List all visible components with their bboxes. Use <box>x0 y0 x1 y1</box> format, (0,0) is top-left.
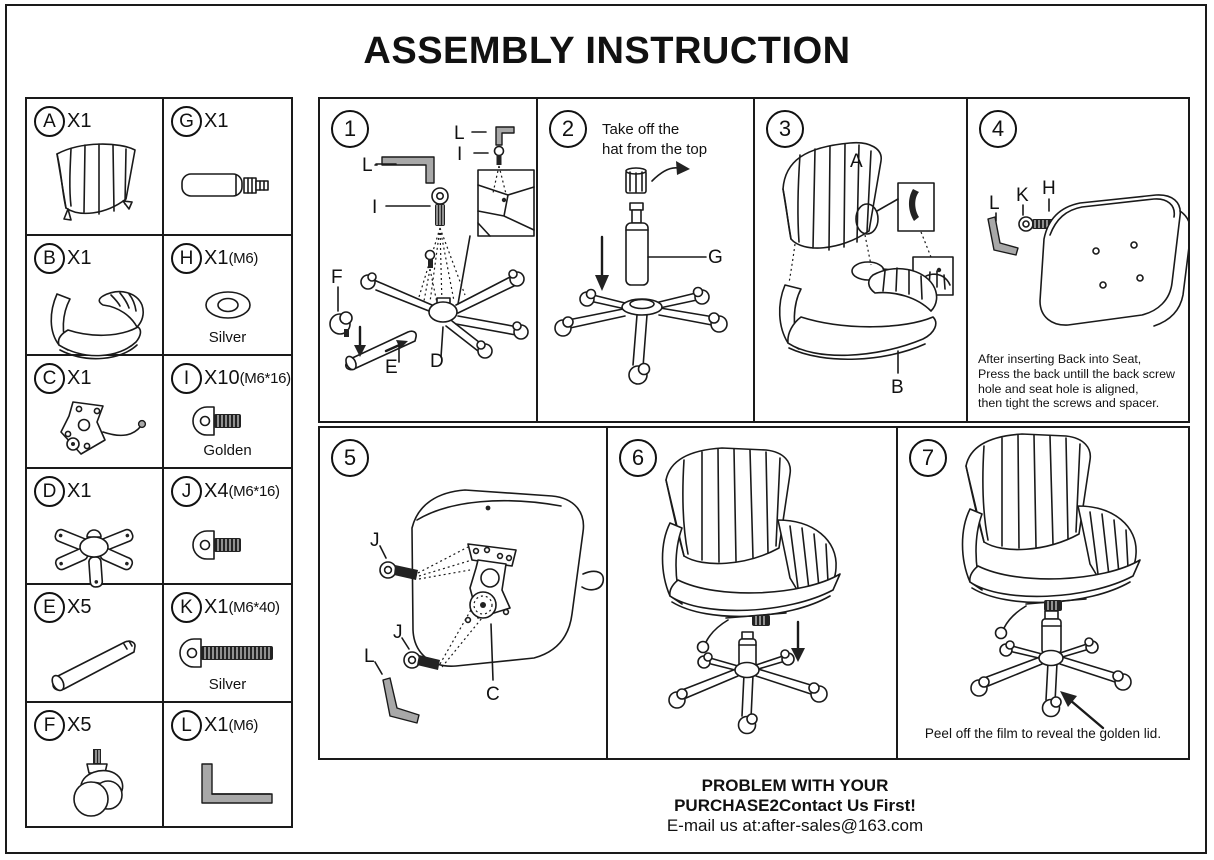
part-cell-E: E X5 <box>27 585 164 703</box>
label-G: G <box>708 247 723 268</box>
label-I: I <box>372 197 378 218</box>
allen-key-icon <box>164 741 291 826</box>
label-K: K <box>1016 185 1029 206</box>
inset-label-L: L <box>454 123 465 144</box>
part-cell-K: K X1 (M6*40) Silver <box>164 585 291 703</box>
step-2-caption-line2: hat from the top <box>602 141 708 158</box>
base-assembly-diagram <box>329 126 535 371</box>
finished-chair-diagram <box>961 433 1141 730</box>
step-6-panel: 6 <box>606 426 898 760</box>
label-B: B <box>891 377 904 398</box>
base-hub-icon <box>27 507 162 592</box>
label-A: A <box>850 151 863 172</box>
gas-lift-diagram <box>554 161 728 385</box>
caster-icon <box>27 741 162 826</box>
step-number: 1 <box>331 110 369 148</box>
label-L: L <box>989 193 1000 214</box>
gas-lift-icon <box>164 137 291 234</box>
step-2-panel: 2 Take off the hat from the top G <box>536 97 755 423</box>
label-C: C <box>486 684 500 705</box>
leg-tube-icon <box>27 623 162 701</box>
step-4-note: After inserting Back into Seat, Press th… <box>978 352 1175 411</box>
step-3-panel: 3 A B <box>753 97 968 423</box>
part-cell-J: J X4 (M6*16) <box>164 469 291 585</box>
step-7-panel: 7 Peel off the film to reveal the golden… <box>896 426 1190 760</box>
part-cell-D: D X1 <box>27 469 164 588</box>
seat-onto-base-diagram <box>661 447 841 735</box>
part-cell-H: H X1 (M6) Silver <box>164 236 291 356</box>
part-note: Silver <box>208 329 247 346</box>
part-cell-C: C X1 <box>27 356 164 469</box>
step-5-panel: 5 J J L C <box>318 426 608 760</box>
part-cell-B: B X1 <box>27 236 164 360</box>
part-cell-A: A X1 <box>27 99 164 236</box>
label-L: L <box>362 155 373 176</box>
part-cell-G: G X1 <box>164 99 291 236</box>
parts-table: A X1 G <box>25 97 293 828</box>
short-screw-icon <box>164 394 291 448</box>
footer-line1: PROBLEM WITH YOUR <box>701 776 889 795</box>
back-screw-diagram <box>987 194 1188 327</box>
page-border <box>5 4 1207 854</box>
label-J: J <box>393 622 403 643</box>
label-E: E <box>385 357 398 378</box>
label-L: L <box>364 646 375 667</box>
seat-icon <box>27 274 162 366</box>
step-2-caption-line1: Take off the <box>602 121 680 138</box>
label-H: H <box>1042 178 1056 199</box>
mechanism-mount-diagram <box>374 489 605 724</box>
contact-footer: PROBLEM WITH YOUR PURCHASE2Contact Us Fi… <box>555 776 1035 836</box>
part-letter: A <box>34 106 65 137</box>
label-F: F <box>331 267 343 288</box>
inset-label-I: I <box>457 144 463 165</box>
part-cell-L: L X1 (M6) <box>164 703 291 826</box>
tilt-mechanism-icon <box>27 394 162 474</box>
chair-back-icon <box>27 137 162 237</box>
back-into-seat-diagram <box>778 141 954 374</box>
step-7-note: Peel off the film to reveal the golden l… <box>924 726 1162 741</box>
step-4-panel: 4 L K H After inserting Back into Seat, … <box>966 97 1190 423</box>
page-title: ASSEMBLY INSTRUCTION <box>363 30 851 72</box>
step-1-panel: 1 L I L I F E D <box>318 97 538 423</box>
washer-icon <box>164 274 291 335</box>
footer-line2: PURCHASE2Contact Us First! <box>674 796 916 815</box>
part-cell-I: I X10 (M6*16) Golden <box>164 356 291 469</box>
label-D: D <box>430 351 444 372</box>
footer-email: E-mail us at:after-sales@163.com <box>666 816 924 835</box>
part-cell-F: F X5 <box>27 703 164 826</box>
long-screw-icon <box>164 623 291 682</box>
short-screw-icon <box>164 507 291 583</box>
part-qty: X1 <box>67 110 92 132</box>
label-J: J <box>370 530 380 551</box>
